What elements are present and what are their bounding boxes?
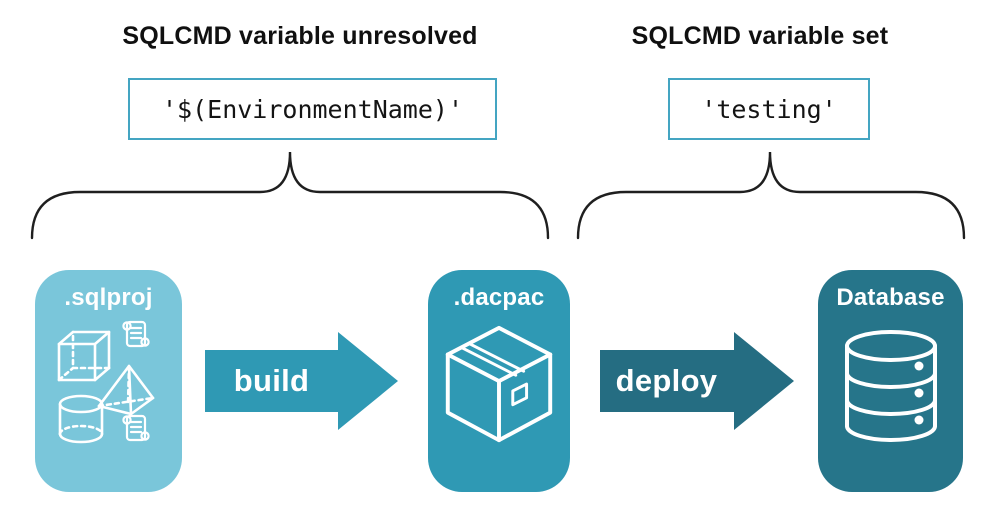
- build-arrow: [205, 332, 398, 430]
- scroll-icon: [119, 410, 153, 448]
- cylinder-icon: [55, 392, 107, 446]
- code-box-set: 'testing': [668, 78, 870, 140]
- node-dacpac: .dacpac: [428, 270, 570, 492]
- left-brace: [30, 151, 550, 240]
- heading-set: SQLCMD variable set: [631, 22, 889, 50]
- node-sqlproj: .sqlproj: [35, 270, 182, 492]
- code-text-unresolved: '$(EnvironmentName)': [161, 94, 464, 124]
- scroll-icon: [119, 316, 153, 354]
- build-arrow-label: build: [233, 363, 310, 398]
- deploy-arrow-label: deploy: [615, 363, 718, 398]
- node-database-label: Database: [836, 284, 945, 311]
- node-dacpac-label: .dacpac: [453, 284, 545, 311]
- node-database: Database: [818, 270, 963, 492]
- node-sqlproj-label: .sqlproj: [64, 284, 153, 311]
- cube-icon: [55, 328, 115, 386]
- code-text-set: 'testing': [701, 94, 837, 124]
- code-box-unresolved: '$(EnvironmentName)': [128, 78, 497, 140]
- deploy-arrow: [600, 332, 794, 430]
- database-icon: [839, 328, 943, 450]
- right-brace: [576, 151, 966, 240]
- pyramid-icon: [95, 362, 159, 418]
- heading-unresolved: SQLCMD variable unresolved: [122, 22, 478, 50]
- package-icon: [439, 322, 559, 452]
